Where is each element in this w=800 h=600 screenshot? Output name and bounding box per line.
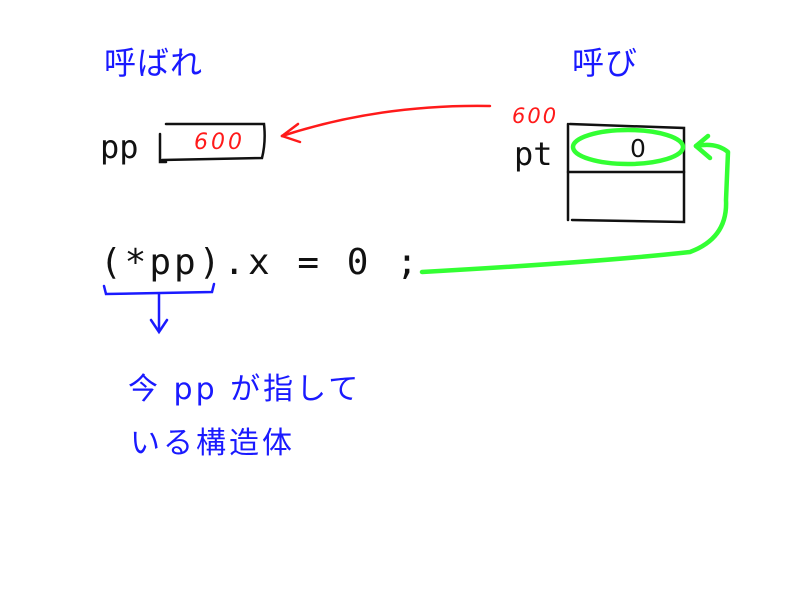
pt-field-x-value: 0 [630,134,646,163]
pointer-arrow [280,104,492,144]
assignment-arrow [419,133,731,275]
underbrace [102,282,216,335]
caller-label: 呼び [572,44,639,82]
code-statement: (*pp).x = 0 ; [100,242,421,283]
pp-variable-name: pp [100,128,139,166]
callee-label: 呼ばれ [104,44,204,82]
pt-variable-name: pt [514,135,553,173]
pt-address: 600 [512,104,559,128]
field-highlight-ellipse [570,127,686,167]
pt-struct-box [566,122,686,224]
pp-box [158,122,266,164]
note-line-2: いる構造体 [130,426,295,461]
pp-value: 600 [194,130,245,155]
note-line-1: 今 pp が指して [128,372,362,407]
